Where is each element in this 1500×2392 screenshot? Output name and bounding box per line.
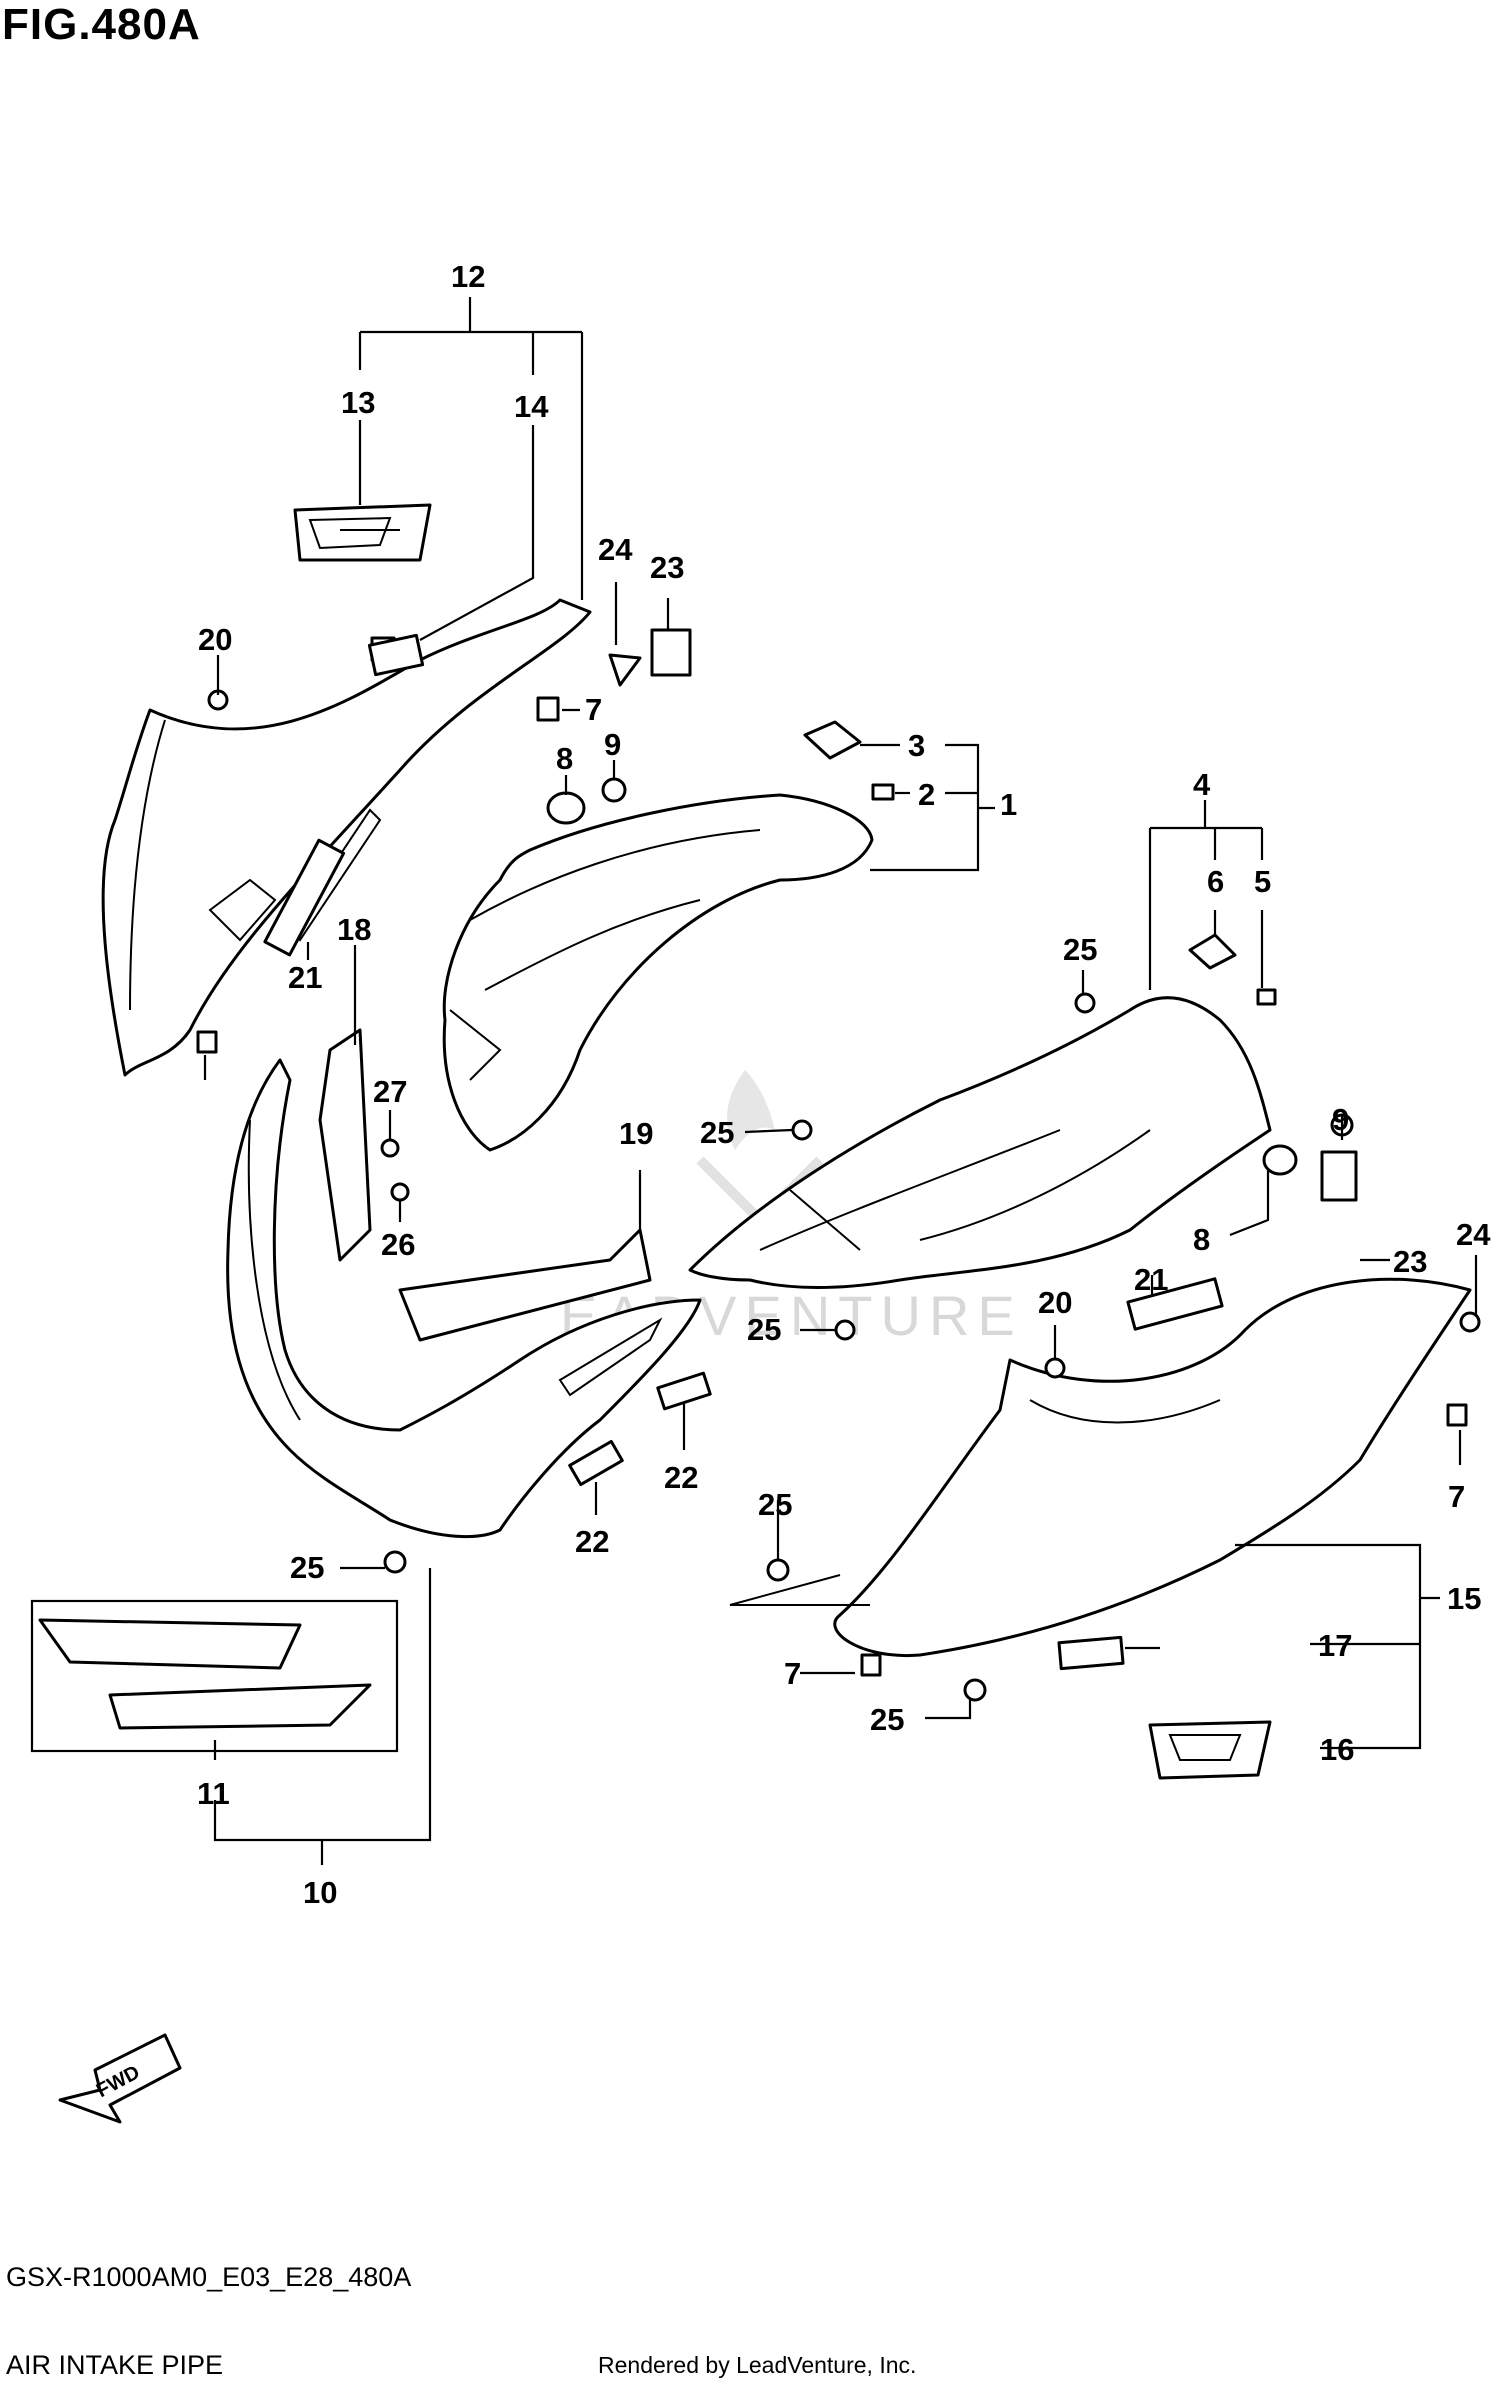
part-23-pad-b: [1320, 1150, 1358, 1202]
callout-5: 5: [1254, 864, 1271, 899]
right-air-intake-pipe: [688, 996, 1272, 1289]
callout-25-a: 25: [700, 1115, 734, 1150]
callout-22-b: 22: [575, 1524, 609, 1559]
left-air-intake-pipe: [442, 793, 874, 1152]
callout-13: 13: [341, 385, 375, 420]
callout-24: 24: [598, 532, 633, 567]
callout-labels: 12 13 14 24 23 20 7 8 9 3 2 1 21 18 27 2…: [197, 259, 1491, 1910]
callout-22-a: 22: [664, 1460, 698, 1495]
part-22-strip-b: [568, 1439, 624, 1487]
callout-23-b: 23: [1393, 1244, 1427, 1279]
figure-title: FIG.480A: [2, 0, 201, 49]
model-code: GSX-R1000AM0_E03_E28_480A: [6, 2262, 412, 2292]
part-18-bracket: [318, 1028, 372, 1262]
part-25-rivet-b: [1074, 992, 1096, 1014]
part-7-nut-c: [196, 1030, 218, 1054]
part-3-decal: [803, 720, 862, 760]
callout-25-b: 25: [1063, 932, 1097, 967]
decal-set-11: [30, 1599, 399, 1753]
callout-4: 4: [1193, 767, 1211, 802]
part-21-strip-b: [1126, 1277, 1224, 1331]
part-7-nut-d: [860, 1653, 882, 1677]
callout-25-e: 25: [290, 1550, 324, 1585]
part-26-screw: [390, 1182, 410, 1202]
callout-9: 9: [604, 727, 621, 762]
callout-2: 2: [918, 777, 935, 812]
callout-10: 10: [303, 1875, 337, 1910]
part-25-rivet-a: [383, 1550, 407, 1574]
callout-26: 26: [381, 1227, 415, 1262]
callout-15: 15: [1447, 1581, 1481, 1616]
callout-7-b: 7: [1448, 1479, 1465, 1514]
part-24-clip: [608, 653, 642, 687]
part-8-grommet-b: [1262, 1144, 1298, 1176]
callout-20: 20: [198, 622, 232, 657]
part-5-decal: [1256, 988, 1277, 1006]
part-20-screw-b: [1044, 1357, 1066, 1379]
part-19-bracket: [398, 1228, 652, 1342]
right-upper-cover: [729, 1277, 1472, 1658]
part-2-decal: [871, 783, 895, 801]
part-21-strip: [263, 838, 346, 957]
fwd-arrow-icon: FWD: [58, 2033, 182, 2124]
part-8-grommet: [546, 791, 586, 825]
callout-7-c: 7: [784, 1656, 801, 1691]
callout-3: 3: [908, 728, 925, 763]
callout-14: 14: [514, 389, 549, 424]
part-25-rivet-c: [791, 1119, 813, 1141]
gsx-r-logo-decal-b-icon: [1148, 1720, 1272, 1780]
part-25-rivet-f: [963, 1678, 987, 1702]
callout-8: 8: [556, 741, 573, 776]
part-22-strip-a: [656, 1371, 712, 1411]
callout-17: 17: [1318, 1628, 1352, 1663]
section-name: AIR INTAKE PIPE: [6, 2350, 224, 2380]
leader-lines: [203, 297, 1478, 1865]
part-7-nut-b: [1446, 1403, 1468, 1427]
part-25-rivet-e: [766, 1558, 790, 1582]
part-23-pad: [650, 628, 692, 677]
gsx-r-logo-decal-icon: [293, 503, 432, 562]
callout-21: 21: [288, 960, 322, 995]
callout-25-c: 25: [747, 1312, 781, 1347]
part-25-rivet-d: [834, 1319, 856, 1341]
rendered-by: Rendered by LeadVenture, Inc.: [598, 2352, 917, 2378]
callout-19: 19: [619, 1116, 653, 1151]
callout-23: 23: [650, 550, 684, 585]
part-9-bolt: [601, 777, 627, 803]
callout-12: 12: [451, 259, 485, 294]
callout-27: 27: [373, 1074, 407, 1109]
callout-16: 16: [1320, 1732, 1354, 1767]
callout-18: 18: [337, 912, 371, 947]
part-7-nut: [536, 696, 560, 722]
part-6-decal: [1188, 933, 1237, 970]
callout-21-b: 21: [1134, 1262, 1168, 1297]
callout-8-b: 8: [1193, 1222, 1210, 1257]
callout-25-f: 25: [870, 1702, 904, 1737]
callout-1: 1: [1000, 787, 1017, 822]
part-24-clip-b: [1459, 1311, 1481, 1333]
part-27-screw: [380, 1138, 400, 1158]
callout-25-d: 25: [758, 1487, 792, 1522]
callout-7: 7: [585, 692, 602, 727]
callout-20-b: 20: [1038, 1285, 1072, 1320]
part-17-strip: [1057, 1635, 1125, 1671]
left-inner-panel: [226, 1058, 702, 1538]
callout-11: 11: [197, 1776, 230, 1811]
callout-6: 6: [1207, 864, 1224, 899]
callout-24-b: 24: [1456, 1217, 1491, 1252]
callout-9-b: 9: [1332, 1102, 1349, 1137]
